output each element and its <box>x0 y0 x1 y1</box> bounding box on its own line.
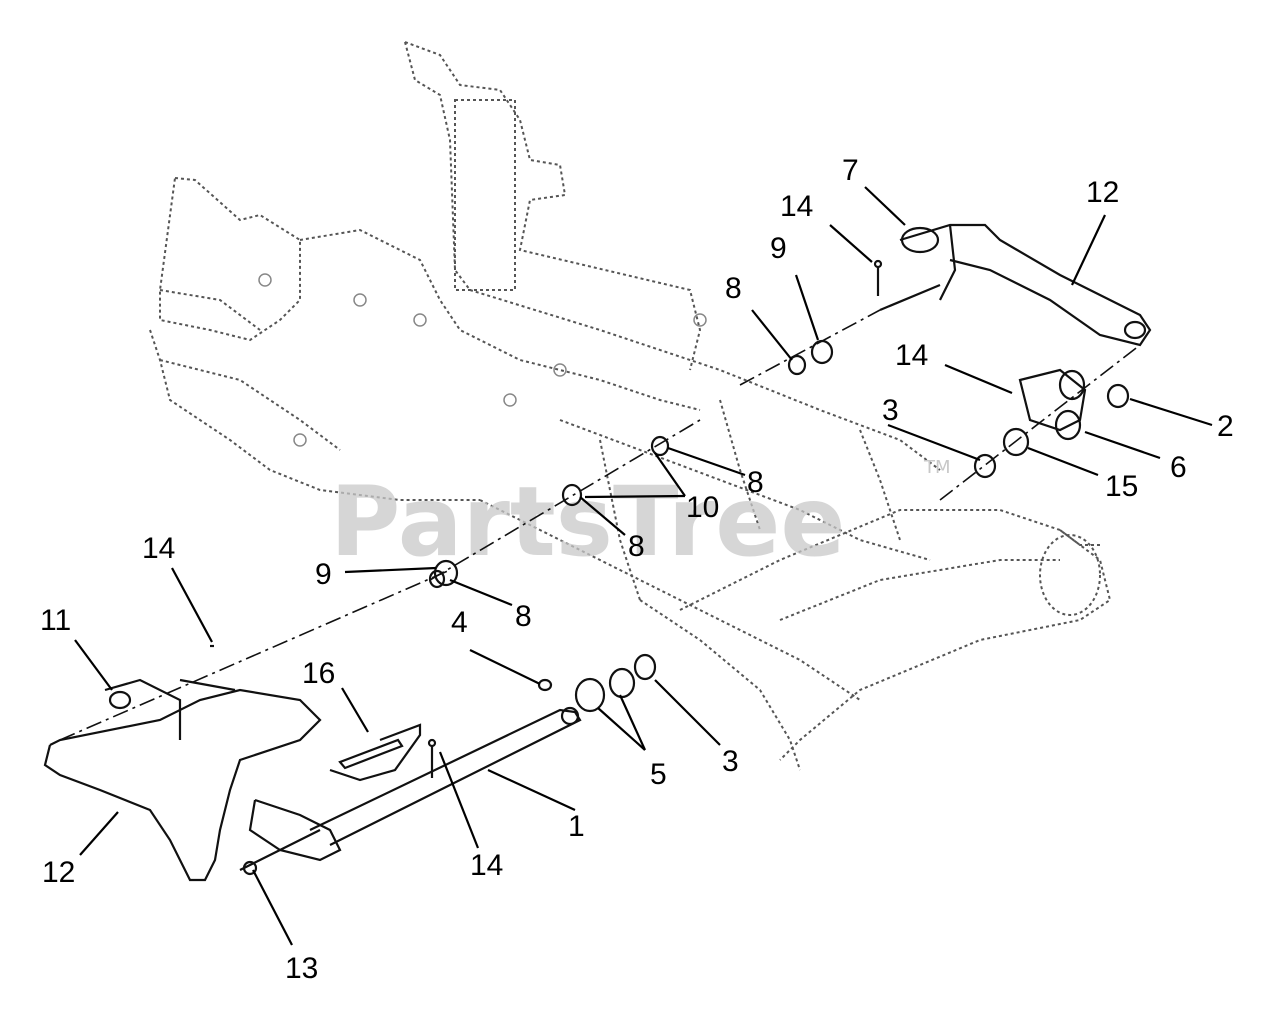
callout-5: 5 <box>650 758 667 791</box>
watermark: PartsTree TM <box>330 457 951 578</box>
bushing-5a <box>574 677 606 713</box>
callout-3-right: 3 <box>882 394 899 427</box>
callout-3-left: 3 <box>722 745 739 778</box>
callout-16: 16 <box>302 657 335 690</box>
callout-14-right: 14 <box>895 339 928 372</box>
leader-lines <box>74 186 1213 946</box>
bushing-8-right <box>787 354 807 376</box>
chassis-frame-ghost <box>149 41 1112 771</box>
callout-8-lower-mid: 8 <box>628 530 645 563</box>
callout-12-lower: 12 <box>42 856 75 889</box>
watermark-trademark: TM <box>923 457 951 478</box>
callout-2: 2 <box>1217 410 1234 443</box>
callout-9-left: 9 <box>315 558 332 591</box>
right-shaft-components <box>429 309 1141 581</box>
callout-12-upper: 12 <box>1086 176 1119 209</box>
bushing-5b <box>608 667 636 699</box>
pin-13 <box>242 860 258 876</box>
watermark-text: PartsTree <box>330 466 845 578</box>
ring-2 <box>1106 383 1130 409</box>
callout-10: 10 <box>686 491 719 524</box>
lever-16 <box>338 738 404 770</box>
pin-4 <box>537 678 553 692</box>
left-pedal-assembly <box>43 559 657 882</box>
callout-7: 7 <box>842 154 859 187</box>
callout-11: 11 <box>40 604 71 637</box>
spacer-3-right <box>973 453 997 479</box>
spacer-3-left <box>633 653 657 681</box>
callout-1: 1 <box>568 810 585 843</box>
callout-14-top: 14 <box>780 190 813 223</box>
callout-9-right: 9 <box>770 232 787 265</box>
callout-4: 4 <box>451 606 468 639</box>
pivot-bracket <box>1018 368 1087 432</box>
callout-13: 13 <box>285 952 318 985</box>
callout-14-left: 14 <box>142 532 175 565</box>
right-pedal-assembly <box>873 223 1152 347</box>
callout-labels: 1 2 3 3 4 5 6 7 8 8 8 8 9 9 10 11 12 12 … <box>40 154 1234 985</box>
callout-14-bottom: 14 <box>470 849 503 882</box>
callout-8-right: 8 <box>725 272 742 305</box>
bushing-8-left <box>428 569 446 589</box>
callout-15: 15 <box>1105 470 1138 503</box>
callout-8-left: 8 <box>515 600 532 633</box>
callout-8-upper-mid: 8 <box>747 466 764 499</box>
washer-9-right <box>810 339 834 365</box>
washer-9-left <box>433 559 459 587</box>
callout-6: 6 <box>1170 451 1187 484</box>
washer-15 <box>1002 427 1030 457</box>
